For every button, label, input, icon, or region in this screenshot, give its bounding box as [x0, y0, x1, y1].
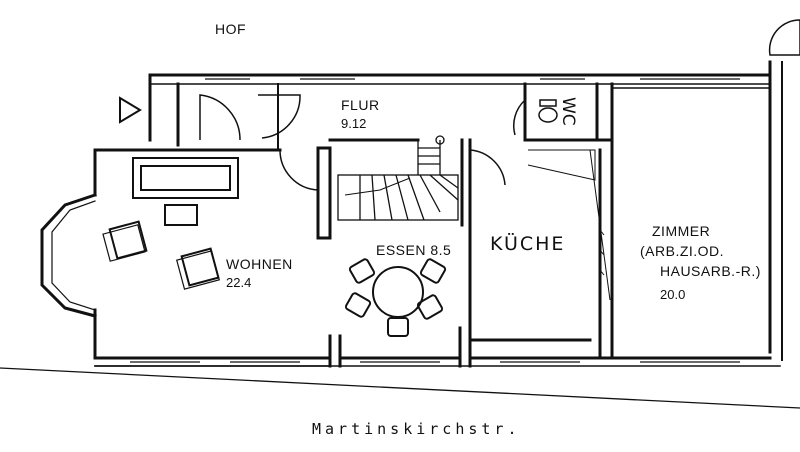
living-label: WOHNEN — [226, 256, 293, 272]
wc-door-swing — [512, 99, 526, 136]
bay-window-inner — [51, 200, 96, 311]
living-door-swing — [279, 149, 319, 191]
living-area: 22.4 — [226, 275, 252, 290]
stair-wall-left — [316, 146, 332, 240]
staircase — [337, 135, 459, 221]
corner-arc — [768, 19, 800, 56]
kitchen-door-swing — [469, 149, 506, 186]
toilet-icon — [538, 99, 558, 123]
room-area: 20.0 — [660, 287, 686, 302]
hall-label: FLUR — [341, 97, 380, 113]
wc-label: WC — [558, 97, 578, 126]
hall-area: 9.12 — [341, 116, 367, 131]
room-label: ZIMMER — [652, 223, 711, 239]
entrance-door-swing — [199, 94, 241, 141]
entrance-arrow-icon — [119, 96, 142, 124]
courtyard-label: HOF — [215, 21, 247, 37]
living-furniture — [102, 157, 239, 290]
street-name: Martinskirchstr. — [312, 420, 521, 438]
street-line — [0, 367, 800, 409]
dining-table — [344, 258, 447, 337]
hall-door-swing — [258, 94, 301, 139]
dining-label: ESSEN 8.5 — [376, 242, 452, 258]
room-sub-label-1: (ARB.ZI.OD. — [640, 243, 725, 259]
room-sub-label-2: HAUSARB.-R.) — [660, 263, 761, 279]
kitchen-label: KÜCHE — [490, 233, 566, 255]
bay-window-outer — [40, 193, 97, 318]
kitchen-sketch — [527, 149, 611, 301]
